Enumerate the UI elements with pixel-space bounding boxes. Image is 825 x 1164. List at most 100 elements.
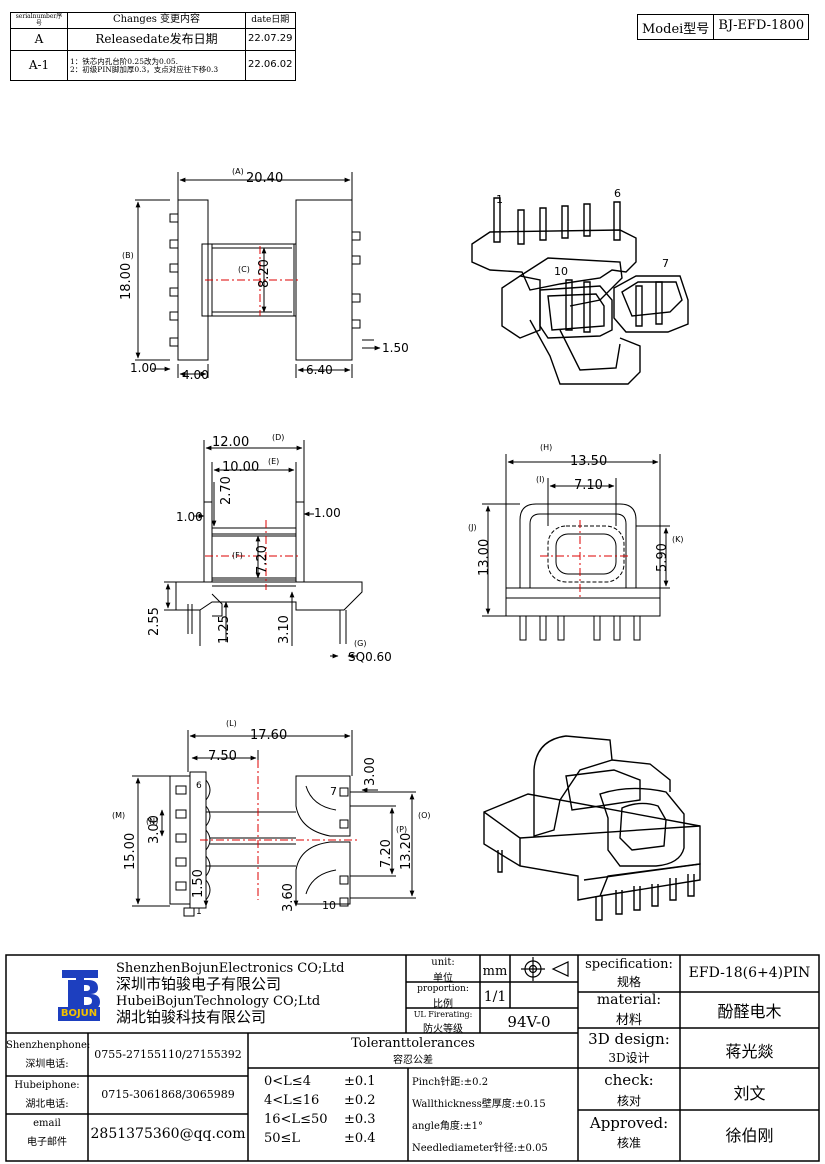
rev-row-change-line: 1：铁芯内孔台阶0.25改为0.05. [70, 56, 179, 66]
dim-label-e: (E) [268, 457, 280, 466]
dim-c2: 3.60 [281, 883, 296, 912]
dim-d: 12.00 [212, 435, 250, 450]
bojun-logo [58, 968, 102, 1022]
rev-row-serial: A-1 [10, 50, 68, 81]
tolerance-row: 0<L≤4±0.1 [264, 1074, 376, 1089]
tolerance-title-cn: 容忍公差 [393, 1055, 433, 1066]
dim-e: 10.00 [222, 460, 260, 475]
side-view [164, 440, 363, 659]
dim-label-j: (J) [468, 523, 477, 532]
bottom-pin-1: 1 [196, 907, 202, 917]
email-value: 2851375360@qq.com [90, 1126, 246, 1142]
dim-a: 20.40 [246, 171, 284, 186]
bottom-left-pins [175, 785, 195, 917]
hb-phone-label-en: Hubeiphone: [14, 1080, 80, 1091]
iso-pin-7: 7 [662, 257, 669, 270]
unit-label-cn: 单位 [433, 973, 453, 984]
spec-value: EFD-18(6+4)PIN [688, 965, 811, 981]
tolerance-notes: Pinch针距:±0.2 Wallthickness壁厚度:±0.15 angl… [412, 1072, 578, 1160]
iso-pins-top [493, 197, 663, 333]
dim-m: 15.00 [123, 832, 138, 870]
material-value: 酚醛电木 [717, 1002, 782, 1021]
front-view [482, 454, 670, 641]
fire-label-cn: 防火等级 [423, 1024, 463, 1035]
spec-label-en: specification: [585, 957, 673, 972]
dim-label-f: (F) [232, 551, 243, 560]
design-label-en: 3D design: [588, 1030, 670, 1048]
front-pins [519, 616, 641, 641]
check-label-cn: 核对 [616, 1094, 641, 1108]
dim-label-l: (L) [226, 719, 237, 728]
tolerance-note: Wallthickness壁厚度:±0.15 [412, 1099, 546, 1110]
design-value: 蒋光燚 [725, 1042, 774, 1061]
dim-pin: 1.50 [382, 341, 409, 355]
tolerance-note: Needlediameter针径:±0.05 [412, 1143, 548, 1154]
company-cn-2: 湖北铂骏科技有限公司 [116, 1008, 267, 1026]
sz-phone-label-en: Shenzhenphone: [6, 1040, 91, 1051]
iso-pin-6: 6 [614, 187, 621, 200]
email-label-cn: 电子邮件 [27, 1137, 67, 1148]
proportion-label-cn: 比例 [433, 999, 453, 1010]
dim-h4: 3.10 [277, 615, 292, 644]
model-label: Modei型号 [642, 22, 710, 37]
top-right-pins [351, 231, 361, 329]
model-box: Modei型号 BJ-EFD-1800 [637, 14, 810, 40]
proportion-value: 1/1 [483, 989, 507, 1005]
email-label-en: email [33, 1118, 61, 1129]
company-cn-1: 深圳市铂骏电子有限公司 [116, 975, 282, 993]
dim-f: 7.20 [255, 545, 270, 574]
tolerance-row: 50≤L±0.4 [264, 1131, 376, 1146]
dim-label-k: (K) [672, 535, 684, 544]
dim-b: 18.00 [119, 262, 134, 300]
dim-label-g: (G) [354, 639, 367, 648]
dim-label-n: (N) [146, 817, 159, 826]
iso-view-bottom [483, 735, 701, 921]
top-right-flange [295, 199, 353, 361]
fire-value: 94V-0 [507, 1013, 551, 1031]
dim-pitch: 1.00 [130, 361, 157, 375]
top-view [135, 172, 381, 378]
material-label-cn: 材料 [615, 1013, 642, 1028]
top-left-pins [169, 213, 179, 347]
dim-t1: 1.00 [176, 510, 203, 524]
dim-c: 8.20 [257, 259, 272, 288]
dim-label-m: (M) [112, 811, 126, 820]
tolerance-note: angle角度:±1° [412, 1121, 484, 1132]
dim-label-p: (P) [396, 825, 408, 834]
dim-i: 7.10 [574, 478, 603, 493]
dim-h1: 2.70 [219, 476, 234, 505]
spec-label-cn: 规格 [616, 975, 641, 989]
dim-h3: 1.25 [217, 615, 232, 644]
dim-b2: 1.50 [191, 869, 206, 898]
sz-phone-label-cn: 深圳电话: [25, 1059, 69, 1070]
dim-g: SQ0.60 [348, 650, 392, 664]
sz-phone: 0755-27155110/27155392 [94, 1048, 242, 1061]
dim-p: 7.20 [379, 839, 394, 868]
rev-row-date: 22.06.02 [245, 50, 296, 81]
dim-o: 13.20 [399, 832, 414, 870]
hb-phone: 0715-3061868/3065989 [101, 1088, 235, 1101]
company-en-1: ShenzhenBojunElectronics CO;Ltd [116, 961, 345, 976]
dim-w2: 6.40 [306, 363, 333, 377]
fire-label-en: UL Firerating: [413, 1010, 473, 1019]
dim-label-b: (B) [122, 251, 134, 260]
dim-h2: 2.55 [147, 607, 162, 636]
hb-phone-label-cn: 湖北电话: [25, 1099, 69, 1110]
proportion-label-en: proportion: [417, 984, 469, 994]
dim-k: 5.90 [655, 543, 670, 572]
iso-pin-1: 1 [496, 193, 503, 206]
company-en-2: HubeiBojunTechnology CO;Ltd [116, 994, 321, 1009]
rev-row-changes: Releasedate发布日期 [67, 28, 246, 51]
iso-view-top [471, 197, 689, 385]
check-label-en: check: [604, 1071, 654, 1089]
tolerance-note: Pinch针距:±0.2 [412, 1077, 489, 1088]
dim-label-h: (H) [540, 443, 553, 452]
revision-table: serialnumber序号 Changes 变更内容 date日期 A Rel… [10, 12, 296, 81]
tolerance-row: 16<L≤50±0.3 [264, 1112, 376, 1127]
dim-label-a: (A) [232, 167, 244, 176]
dim-l: 17.60 [250, 728, 288, 743]
bottom-view [132, 730, 416, 917]
approved-label-cn: 核准 [616, 1136, 641, 1150]
bottom-pin-10: 10 [322, 899, 336, 912]
